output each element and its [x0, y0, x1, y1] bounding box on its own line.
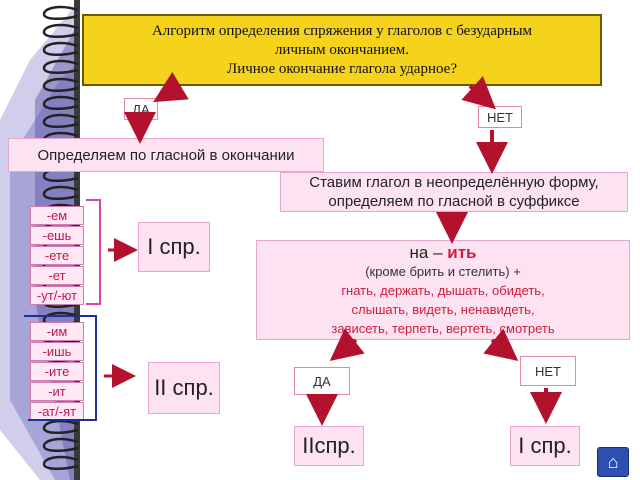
home-icon: ⌂ — [607, 451, 619, 472]
right-step-line-2: определяем по гласной в суффиксе — [328, 193, 580, 210]
second-ending-4: -ит — [30, 382, 84, 401]
spiral-ring — [42, 77, 79, 92]
second-ending-1: -им — [30, 322, 84, 341]
result-first-conjugation: I спр. — [510, 426, 580, 466]
rule-heading: на – ить — [410, 243, 477, 262]
spiral-ring — [42, 437, 79, 452]
title-line-3: Личное окончание глагола ударное? — [227, 60, 457, 77]
spiral-ring — [42, 95, 79, 110]
first-conjugation-label: I спр. — [138, 222, 210, 272]
first-ending-4: -ет — [30, 266, 84, 285]
rule-box: на – ить (кроме брить и стелить) + гнать… — [256, 240, 630, 340]
spiral-ring — [42, 23, 79, 38]
first-ending-2: -ешь — [30, 226, 84, 245]
spiral-ring — [42, 185, 79, 200]
right-step-box: Ставим глагол в неопределённую форму, оп… — [280, 172, 628, 212]
first-ending-3: -ете — [30, 246, 84, 265]
result-second-conjugation: IIспр. — [294, 426, 364, 466]
first-ending-5: -ут/-ют — [30, 286, 84, 305]
second-conjugation-label: II спр. — [148, 362, 220, 414]
rule-list-line-3: зависеть, терпеть, вертеть, смотреть — [331, 320, 555, 336]
title-line-1: Алгоритм определения спряжения у глаголо… — [151, 22, 533, 39]
rule-list-line-1: гнать, держать, дышать, обидеть, — [341, 282, 545, 298]
rule-suffix: ить — [447, 242, 477, 262]
second-ending-3: -ите — [30, 362, 84, 381]
rule-prefix: на – — [409, 242, 443, 262]
left-step-box: Определяем по гласной в окончании — [8, 138, 324, 172]
spiral-ring — [42, 419, 79, 434]
no-bottom-tag: НЕТ — [520, 356, 576, 386]
spiral-ring — [42, 113, 79, 128]
spiral-ring — [42, 455, 79, 470]
no-top-tag: НЕТ — [478, 106, 522, 128]
yes-top-tag: ДА — [124, 98, 158, 120]
rule-list-line-2: слышать, видеть, ненавидеть, — [351, 301, 535, 317]
algorithm-title: Алгоритм определения спряжения у глаголо… — [82, 14, 602, 86]
yes-bottom-tag: ДА — [294, 367, 350, 395]
spiral-ring — [42, 41, 79, 56]
second-ending-5: -ат/-ят — [30, 402, 84, 421]
right-step-line-1: Ставим глагол в неопределённую форму, — [309, 174, 599, 191]
second-ending-2: -ишь — [30, 342, 84, 361]
spiral-ring — [42, 59, 79, 74]
rule-exceptions-intro: (кроме брить и стелить) + — [365, 263, 521, 279]
title-line-2: личным окончанием. — [274, 41, 410, 58]
home-button[interactable]: ⌂ — [597, 447, 629, 477]
first-ending-1: -ем — [30, 206, 84, 225]
spiral-ring — [42, 5, 79, 20]
